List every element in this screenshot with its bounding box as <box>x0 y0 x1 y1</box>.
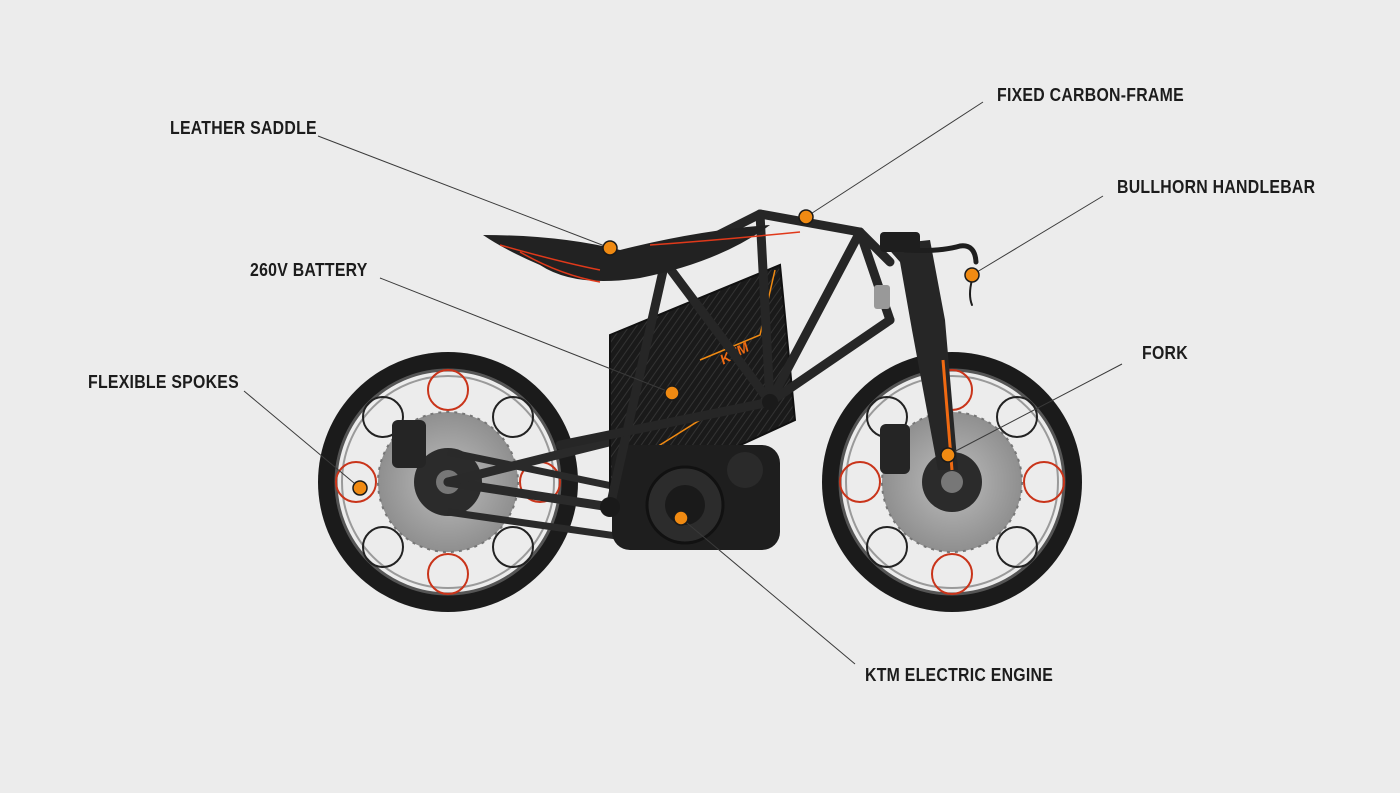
hotspot-fork[interactable] <box>940 447 956 463</box>
label-fixed-carbon-frame: FIXED CARBON-FRAME <box>997 85 1184 105</box>
label-battery: 260V BATTERY <box>250 260 368 280</box>
label-bullhorn-handlebar: BULLHORN HANDLEBAR <box>1117 177 1316 197</box>
leader-line-engine <box>680 517 856 665</box>
leader-line-frame <box>805 101 984 218</box>
rear-brake-caliper <box>392 420 426 468</box>
hotspot-flexible-spokes[interactable] <box>352 480 368 496</box>
leather-saddle <box>483 225 801 283</box>
leader-lines <box>243 101 1123 665</box>
hotspot-electric-engine[interactable] <box>673 510 689 526</box>
hotspot-carbon-frame[interactable] <box>798 209 814 225</box>
hotspots <box>352 209 980 526</box>
carbon-frame <box>555 209 895 512</box>
label-flexible-spokes: FLEXIBLE SPOKES <box>88 372 239 392</box>
leader-line-battery <box>379 277 673 394</box>
hotspot-bullhorn-handlebar[interactable] <box>964 267 980 283</box>
leader-line-fork <box>947 363 1123 456</box>
electric-engine <box>612 445 780 550</box>
hotspot-battery[interactable] <box>664 385 680 401</box>
leader-line-saddle <box>317 135 611 249</box>
hotspot-leather-saddle[interactable] <box>602 240 618 256</box>
label-electric-engine: KTM ELECTRIC ENGINE <box>865 665 1054 685</box>
leader-line-spokes <box>243 390 361 489</box>
front-brake-caliper <box>880 424 910 474</box>
front-wheel <box>822 352 1082 612</box>
rear-flexible-spokes <box>335 369 561 595</box>
label-fork: FORK <box>1142 343 1188 363</box>
leader-line-handlebar <box>971 195 1104 276</box>
label-leather-saddle: LEATHER SADDLE <box>170 118 317 138</box>
